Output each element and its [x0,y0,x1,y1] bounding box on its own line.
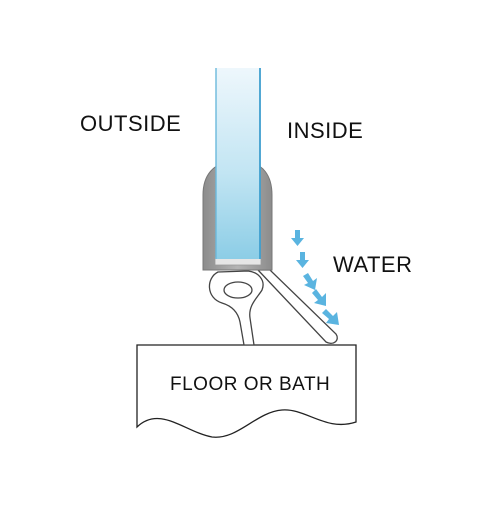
inside-label: INSIDE [287,118,364,143]
glass-panel [215,68,261,259]
floor-label: FLOOR OR BATH [170,374,331,395]
seal-flaps [208,269,338,346]
water-arrow [296,252,309,268]
water-arrow [303,273,317,290]
water-arrows [291,230,339,325]
floor-block [136,344,357,438]
water-arrow [322,309,339,325]
water-arrow [312,289,326,306]
outside-label: OUTSIDE [80,111,182,136]
water-arrow [291,230,304,246]
water-label: WATER [333,252,413,277]
